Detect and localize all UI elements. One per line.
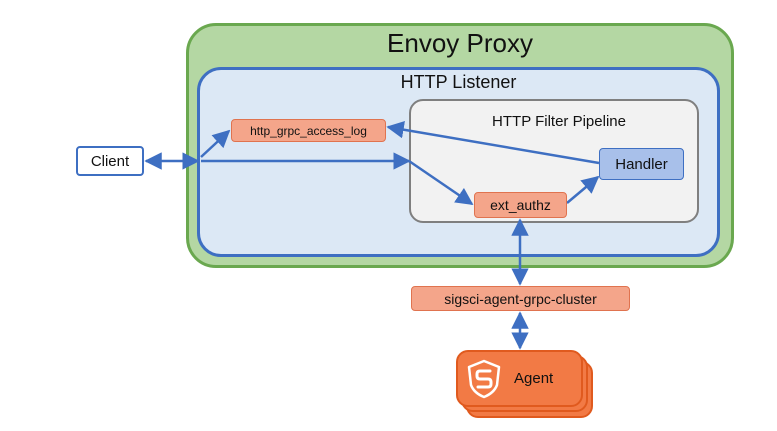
agent-grpc-cluster: sigsci-agent-grpc-cluster xyxy=(411,286,630,311)
handler-node: Handler xyxy=(599,148,684,180)
http-listener-title: HTTP Listener xyxy=(400,72,517,92)
ext-authz-filter: ext_authz xyxy=(474,192,567,218)
arrow-entry-to-access-log xyxy=(200,129,231,158)
agent-label: Agent xyxy=(514,370,554,387)
filter-pipeline-title: HTTP Filter Pipeline xyxy=(492,113,626,130)
envoy-proxy-title: Envoy Proxy xyxy=(387,28,533,58)
arrow-handler-to-access-log xyxy=(386,121,600,165)
client-node: Client xyxy=(76,146,144,176)
access-log-filter: http_grpc_access_log xyxy=(231,119,386,142)
arrow-ext-authz-to-handler xyxy=(566,175,600,204)
agent-node: Agent xyxy=(456,350,583,407)
signal-sciences-shield-icon xyxy=(466,359,502,399)
arrow-pipeline-to-ext-authz xyxy=(408,159,474,206)
